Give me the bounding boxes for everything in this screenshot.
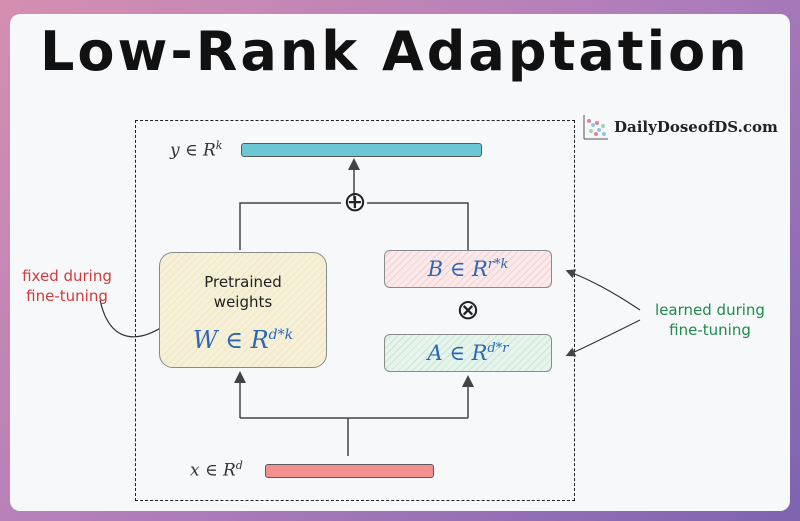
learned-annotation-arrow-a	[565, 319, 641, 357]
scatter-logo-icon	[583, 115, 608, 140]
learned-annotation: learned during fine-tuning	[655, 301, 765, 339]
input-vector-bar	[265, 464, 434, 478]
matrix-a-math: A ∈ Rd*r	[427, 341, 509, 365]
pretrained-caption: Pretrained weights	[204, 273, 282, 311]
matrix-b-math: B ∈ Rr*k	[427, 257, 509, 281]
multiply-operator-icon: ⊗	[456, 293, 480, 326]
fixed-annotation: fixed during fine-tuning	[22, 267, 112, 305]
output-vector-bar	[241, 143, 482, 157]
page-title: Low-Rank Adaptation	[40, 20, 750, 83]
brand-name: DailyDoseofDS.com	[614, 118, 778, 136]
brand[interactable]: DailyDoseofDS.com	[580, 112, 778, 142]
matrix-b-box: B ∈ Rr*k	[384, 250, 552, 288]
pretrained-weights-box: Pretrained weights W ∈ Rd*k	[159, 252, 327, 368]
learned-annotation-arrow-b	[565, 269, 641, 311]
merge-line	[239, 202, 341, 250]
input-label: x ∈ Rd	[190, 459, 243, 481]
add-operator-icon: ⊕	[343, 185, 367, 218]
lora-module-frame	[135, 120, 575, 501]
pretrained-math: W ∈ Rd*k	[192, 326, 294, 354]
merge-line-right	[367, 202, 469, 250]
matrix-a-box: A ∈ Rd*r	[384, 334, 552, 372]
output-label: y ∈ Rk	[170, 139, 223, 161]
